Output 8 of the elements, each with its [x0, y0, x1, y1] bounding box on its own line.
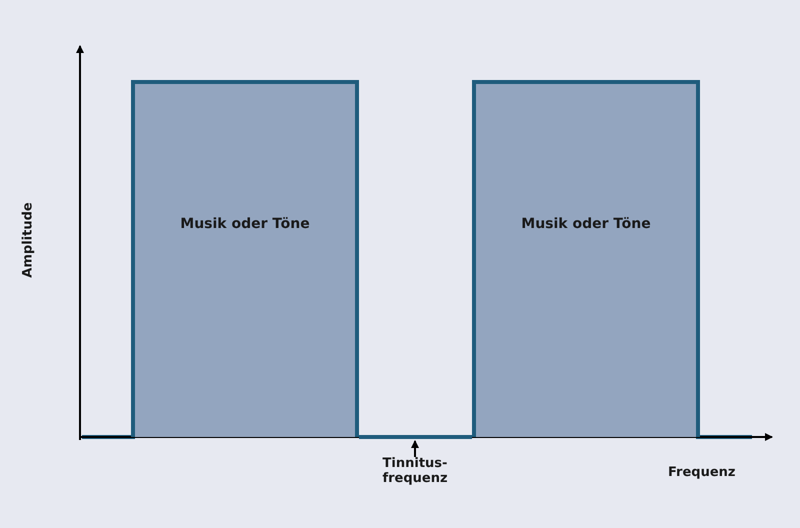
band-label: Musik oder Töne — [179, 216, 311, 232]
axis-label: Frequenz — [668, 465, 736, 480]
frequency-band — [472, 80, 700, 437]
axis-label: Amplitude — [20, 202, 36, 278]
leader-arrow — [411, 440, 419, 457]
band-label: Musik oder Töne — [520, 216, 652, 232]
frequency-band — [131, 80, 359, 437]
callout-text: Tinnitus- frequenz — [380, 456, 450, 486]
